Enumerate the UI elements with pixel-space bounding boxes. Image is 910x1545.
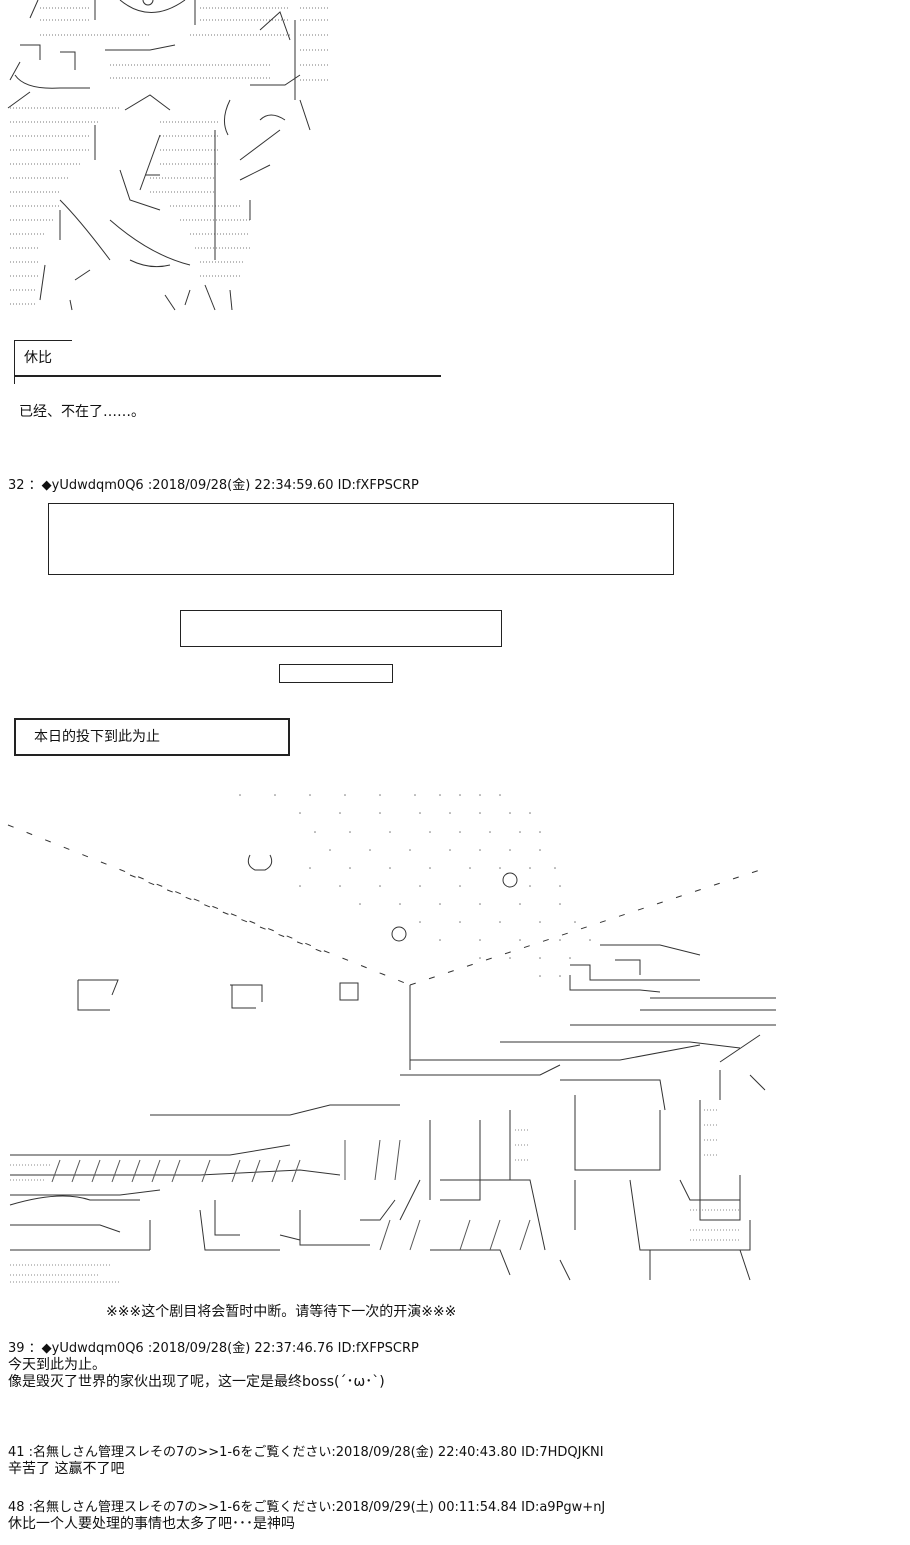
post-41: 41 :名無しさん管理スレその7の>>1-6をご覧ください:2018/09/28… [8,1445,604,1478]
speaker-name-plate: 休比 [14,340,441,384]
speaker-name: 休比 [24,350,52,366]
post-body-line: 休比一个人要处理的事情也太多了吧･･･是神吗 [8,1516,295,1532]
empty-frame-large [48,503,674,575]
dialogue-line: 已经、不在了……。 [19,404,145,420]
post-39: 39 ：◆yUdwdqm0Q6 :2018/09/28(金) 22:37:46.… [8,1341,419,1391]
post-body-line: 像是毁灭了世界的家伙出现了呢，这一定是最终boss(´･ω･`) [8,1374,385,1390]
post-body-line: 今天到此为止。 [8,1357,106,1373]
post-body-line: 辛苦了 这赢不了吧 [8,1461,125,1477]
post-48: 48 :名無しさん管理スレその7の>>1-6をご覧ください:2018/09/29… [8,1500,605,1533]
post-header: 39 ：◆yUdwdqm0Q6 :2018/09/28(金) 22:37:46.… [8,1341,419,1356]
ascii-art-ruins-scene [7,794,776,1283]
post-header: 48 :名無しさん管理スレその7の>>1-6をご覧ください:2018/09/29… [8,1500,606,1515]
end-of-day-box: 本日的投下到此为止 [14,718,290,756]
empty-frame-medium [180,610,502,647]
post-header: 32 ：◆yUdwdqm0Q6 :2018/09/28(金) 22:34:59.… [8,478,419,493]
empty-frame-small [279,664,393,683]
post-header: 41 :名無しさん管理スレその7の>>1-6をご覧ください:2018/09/28… [8,1445,604,1460]
ascii-art-figure [7,0,328,311]
end-of-day-label: 本日的投下到此为止 [34,729,160,745]
interrupt-notice: ※※※这个剧目将会暂时中断。请等待下一次的开演※※※ [106,1304,457,1320]
